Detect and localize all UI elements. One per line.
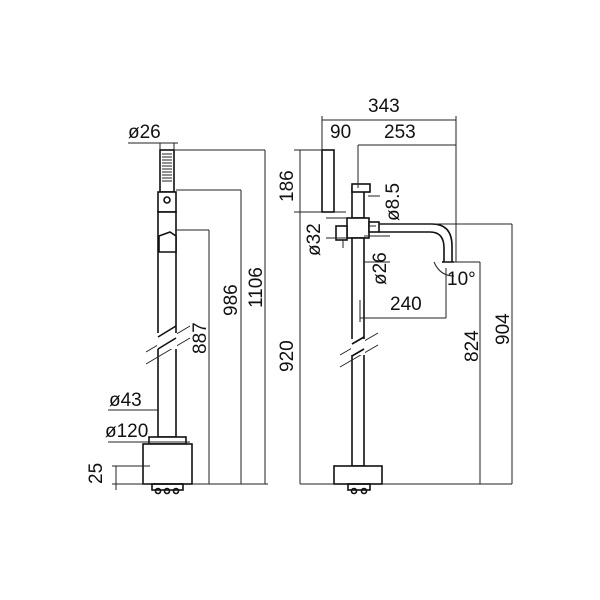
height-824-label: 824 [462, 330, 483, 362]
height-920-label: 920 [277, 340, 298, 372]
height-986-label: 986 [221, 284, 242, 316]
floor-connectors [151, 483, 184, 495]
lever-diameter-label: ø8.5 [383, 183, 404, 221]
spout-inner [379, 231, 445, 262]
spout-joint [368, 221, 380, 233]
holder-screw [163, 196, 171, 204]
mixer-body [346, 217, 370, 239]
width-253-label: 253 [384, 122, 416, 143]
lever-top [351, 183, 371, 193]
total-width-label: 343 [368, 96, 400, 117]
break-mark-bottom-right [339, 344, 379, 368]
break-mark-bottom [145, 337, 191, 365]
pipe-diameter-label: ø43 [109, 390, 142, 411]
mixer-lever [158, 231, 177, 253]
spout-angle-label: 10° [447, 269, 476, 290]
diverter-knob [335, 225, 348, 241]
break-gap [157, 333, 177, 349]
floor-connectors-side [347, 483, 371, 495]
left-dimension-lines [108, 142, 268, 490]
base-height-label: 25 [86, 463, 107, 484]
hose-diameter-label: ø26 [128, 122, 161, 143]
right-view: 343 90 253 ø8.5 ø32 ø26 10° 240 824 904 [294, 96, 514, 495]
height-1106-label: 1106 [246, 267, 267, 308]
hand-shower-grip-lines [162, 153, 172, 182]
floor-base [142, 443, 193, 485]
base-diameter-label: ø120 [105, 421, 148, 442]
hand-shower-side [321, 149, 335, 213]
left-view: ø26 186 1106 986 887 920 ø43 ø120 25 [86, 122, 298, 495]
right-dimension-lines [294, 116, 513, 485]
spout-diameter-label: ø26 [370, 252, 391, 285]
width-90-label: 90 [330, 122, 351, 143]
shower-holder [157, 191, 177, 213]
body-diameter-label: ø32 [304, 223, 325, 256]
hand-shower [159, 149, 175, 193]
spout-reach-label: 240 [390, 294, 422, 315]
height-904-label: 904 [493, 313, 514, 345]
base-collar [148, 436, 187, 445]
floor-base-side [333, 465, 383, 485]
height-186-label: 186 [277, 170, 298, 202]
height-887-label: 887 [190, 322, 211, 354]
